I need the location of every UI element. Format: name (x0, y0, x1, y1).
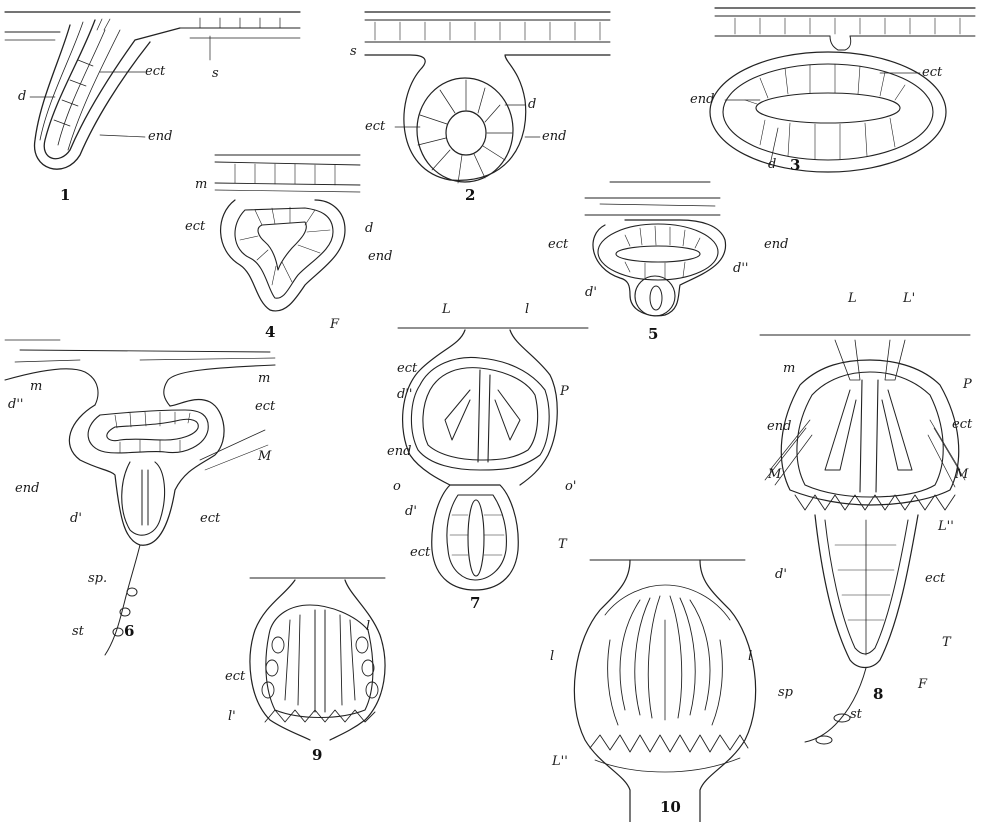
label-f7-d2: d'' (397, 388, 412, 401)
figure-2-drawing (365, 12, 610, 183)
label-f3-end: end (690, 93, 714, 106)
label-f4-F: F (330, 318, 339, 331)
label-f7-l: l (525, 303, 529, 316)
label-f6-ect: ect (255, 400, 275, 413)
label-f7-d1: d' (405, 505, 417, 518)
figure-number-2: 2 (465, 188, 475, 203)
label-f9-l1: l' (228, 710, 236, 723)
label-f8-L2: L'' (938, 520, 954, 533)
label-f8-d1: d' (775, 568, 787, 581)
figure-5-drawing (585, 182, 726, 316)
label-f9-ect: ect (225, 670, 245, 683)
label-f1-end: end (148, 130, 172, 143)
label-f8-L1: L' (903, 292, 915, 305)
figure-number-6: 6 (124, 624, 134, 639)
label-f4-d: d (365, 222, 373, 235)
label-f7-P: P (560, 385, 569, 398)
label-f7-L: L (442, 303, 451, 316)
label-f5-ect: ect (548, 238, 568, 251)
label-f10-l-right: l (748, 650, 752, 663)
label-f6-d2: d'' (8, 398, 23, 411)
label-f4-ect: ect (185, 220, 205, 233)
figure-9-drawing (250, 578, 385, 740)
label-f7-o1: o' (565, 480, 576, 493)
label-f1-d: d (18, 90, 26, 103)
label-f10-l-left: l (550, 650, 554, 663)
label-f7-ect2: ect (410, 546, 430, 559)
figure-1-drawing (5, 12, 300, 169)
label-f8-F: F (918, 678, 927, 691)
label-f3-ect: ect (922, 66, 942, 79)
label-f8-ect: ect (952, 418, 972, 431)
label-f6-st: st (72, 625, 84, 638)
figure-4-drawing (215, 155, 360, 311)
label-f8-ect2: ect (925, 572, 945, 585)
label-f3-d: d (768, 158, 776, 171)
label-f6-end: end (15, 482, 39, 495)
label-f6-ect2: ect (200, 512, 220, 525)
label-f8-P: P (963, 378, 972, 391)
figure-number-1: 1 (60, 188, 70, 203)
label-f5-d1: d' (585, 286, 597, 299)
figure-number-5: 5 (648, 327, 658, 342)
figure-number-3: 3 (790, 158, 800, 173)
label-f8-T: T (942, 636, 951, 649)
label-f1-s: s (212, 67, 219, 80)
label-f6-m-left: m (30, 380, 42, 393)
figure-6-drawing (5, 340, 275, 655)
label-f6-d1: d' (70, 512, 82, 525)
label-f8-end: end (767, 420, 791, 433)
label-f5-d2: d'' (733, 262, 748, 275)
label-f8-m: m (783, 362, 795, 375)
figure-3-drawing (710, 8, 975, 172)
label-f8-st: st (850, 708, 862, 721)
figure-number-8: 8 (873, 687, 883, 702)
label-f1-ect: ect (145, 65, 165, 78)
label-f8-M-right: M (955, 468, 968, 481)
label-f4-m: m (195, 178, 207, 191)
label-f10-L2: L'' (552, 755, 568, 768)
label-f5-end: end (764, 238, 788, 251)
label-f6-sp: sp. (88, 572, 107, 585)
figure-number-10: 10 (660, 800, 681, 815)
label-f7-end: end (387, 445, 411, 458)
label-f6-M: M (258, 450, 271, 463)
figure-number-9: 9 (312, 748, 322, 763)
label-f8-L: L (848, 292, 857, 305)
figure-8-drawing (760, 335, 970, 744)
label-f7-o: o (393, 480, 401, 493)
label-f7-T: T (558, 538, 567, 551)
label-f2-d: d (528, 98, 536, 111)
label-f2-end: end (542, 130, 566, 143)
label-f7-ect: ect (397, 362, 417, 375)
label-f8-M-left: M (768, 468, 781, 481)
label-f8-sp: sp (778, 686, 793, 699)
label-f2-ect: ect (365, 120, 385, 133)
label-f4-end: end (368, 250, 392, 263)
label-f9-l: l (366, 620, 370, 633)
label-f6-m-right: m (258, 372, 270, 385)
figure-number-7: 7 (470, 596, 480, 611)
figure-10-drawing (574, 560, 755, 822)
figure-number-4: 4 (265, 325, 275, 340)
label-f2-s: s (350, 45, 357, 58)
